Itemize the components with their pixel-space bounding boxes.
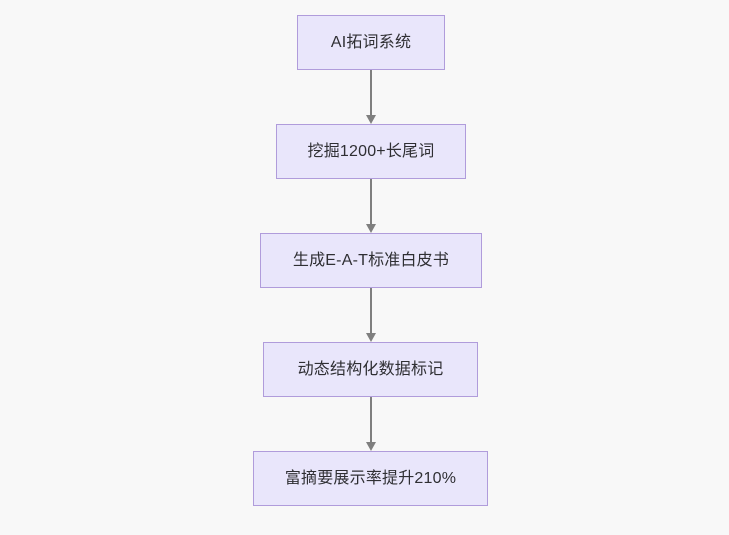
flow-node-5-label: 富摘要展示率提升210% (284, 469, 457, 487)
flow-edge-arrowhead-icon (366, 442, 376, 451)
flow-edge-arrowhead-icon (366, 115, 376, 124)
flow-node-2-label: 挖掘1200+长尾词 (307, 142, 435, 160)
flow-node-4[interactable]: 动态结构化数据标记 (263, 342, 478, 397)
flow-node-2[interactable]: 挖掘1200+长尾词 (276, 124, 466, 179)
flow-node-5[interactable]: 富摘要展示率提升210% (253, 451, 488, 506)
flow-node-4-label: 动态结构化数据标记 (297, 360, 444, 378)
flow-node-3-label: 生成E-A-T标准白皮书 (292, 251, 450, 269)
flow-node-3[interactable]: 生成E-A-T标准白皮书 (260, 233, 482, 288)
flow-edge-arrowhead-icon (366, 224, 376, 233)
flow-node-1-label: AI拓词系统 (330, 33, 412, 51)
flow-node-1[interactable]: AI拓词系统 (297, 15, 445, 70)
flow-edge-arrowhead-icon (366, 333, 376, 342)
